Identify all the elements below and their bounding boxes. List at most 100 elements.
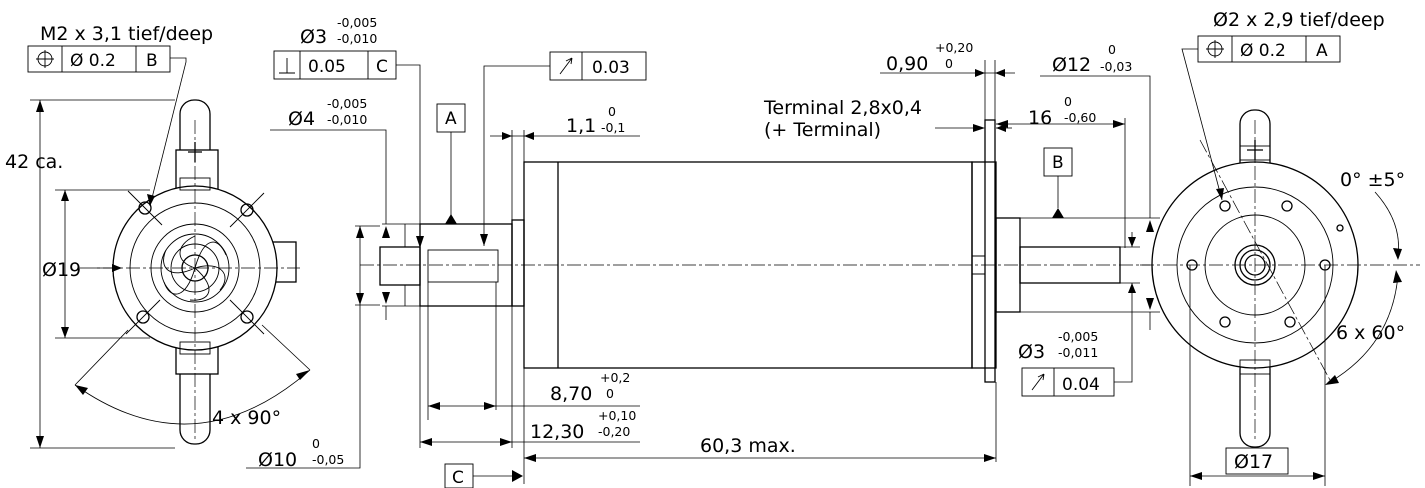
dim-arrow [1128, 237, 1136, 247]
mounting-hole [1281, 200, 1293, 212]
d10-main: Ø10 [258, 449, 297, 471]
mounting-hole [138, 201, 152, 215]
top-terminal-housing [175, 149, 219, 191]
datum-c-label: C [452, 468, 464, 488]
l11-main: 1,1 [566, 115, 596, 137]
d3-top-upper: -0,005 [337, 15, 377, 30]
l16-upper: 0 [1064, 94, 1072, 109]
dim-arrow [524, 454, 536, 462]
dim-arrow [428, 402, 440, 410]
mounting-hole [1219, 200, 1231, 212]
dim-arrow [1190, 472, 1202, 480]
d3-top-lower: -0,010 [337, 31, 377, 46]
dim-arrow [500, 438, 512, 446]
d3-top-main: Ø3 [300, 26, 327, 48]
pattern-right-arc [1329, 274, 1399, 383]
l16-dim-lines [996, 118, 1126, 248]
leader-arrow [973, 124, 985, 132]
mounting-hole [240, 203, 254, 217]
l1230-lower: -0,20 [598, 424, 630, 439]
d17-dim-lines [1189, 265, 1326, 486]
d3-bottom-upper: -0,005 [1058, 329, 1098, 344]
runout-top-frame: 0.03 [549, 51, 647, 81]
perp-c-ref: C [376, 57, 388, 77]
hole-crosshairs [125, 190, 265, 335]
dim-arrow [356, 226, 364, 238]
perp-c-frame: 0.05 C [273, 50, 397, 80]
left-hole-callout: M2 x 3,1 tief/deep [40, 23, 213, 45]
height-dim-label: 42 ca. [5, 151, 63, 173]
d12-main: Ø12 [1052, 54, 1091, 76]
dim-arrow [382, 292, 390, 304]
runout-top-leader [483, 65, 550, 246]
pattern-extensions [74, 324, 311, 386]
dim-arrow [1113, 120, 1125, 128]
right-hole-leader [1181, 48, 1223, 201]
dim-arrow [420, 438, 432, 446]
right-rear-view: Ø2 x 2,9 tief/deep Ø 0.2 A 0° ±5° 6 x 60… [1140, 9, 1420, 486]
l870-dim-lines [427, 282, 640, 420]
length-dim-label: 60,3 max. [700, 435, 796, 457]
leader-arrow [1216, 188, 1224, 200]
dim-arrow [61, 327, 69, 338]
d3-bottom-main: Ø3 [1018, 341, 1045, 363]
d3-bottom-lower: -0,011 [1058, 345, 1098, 360]
dim-arrow [356, 293, 364, 305]
dim-arrow [995, 69, 1005, 77]
runout-top-tol: 0.03 [592, 58, 630, 78]
small-marker [1336, 224, 1344, 232]
height-dim-lines [30, 99, 175, 449]
d10-upper: 0 [312, 436, 320, 451]
pos-a-frame: Ø 0.2 A [1197, 35, 1341, 63]
l090-upper: +0,20 [935, 40, 973, 55]
d4-lower: -0,010 [327, 112, 367, 127]
pattern-left-label: 4 x 90° [212, 407, 281, 429]
l870-main: 8,70 [550, 383, 592, 405]
d19-dim-lines [55, 189, 150, 339]
hole-leader [149, 57, 187, 207]
pattern-arc [74, 369, 311, 425]
l1230-upper: +0,10 [598, 408, 636, 423]
mounting-hole [1219, 316, 1231, 328]
d12-upper: 0 [1108, 42, 1116, 57]
pos-a-ref: A [1316, 41, 1328, 61]
dim-arrow [1146, 220, 1154, 232]
leader-arrow [416, 236, 424, 248]
dim-arrow [296, 370, 310, 380]
leader-arrow [480, 234, 488, 246]
d12-lower: -0,03 [1100, 59, 1132, 74]
dim-arrow [1393, 270, 1402, 283]
rear-detail [972, 255, 985, 275]
d17-box [1225, 447, 1289, 475]
l11-upper: 0 [608, 104, 616, 119]
l16-main: 16 [1028, 107, 1052, 129]
terminal-plate [984, 119, 996, 383]
l16-lower: -0,60 [1064, 110, 1096, 125]
d10-lower: -0,05 [312, 452, 344, 467]
flange-plate [511, 219, 525, 307]
l1230-main: 12,30 [530, 421, 584, 443]
datum-b-label: B [1052, 153, 1064, 173]
fan-blades [163, 235, 227, 301]
datum-triangle [1052, 208, 1064, 218]
dim-arrow [996, 120, 1008, 128]
dim-arrow [502, 132, 512, 140]
terminal-line1: Terminal 2,8x0,4 [763, 97, 922, 119]
d12-leader [1040, 75, 1151, 218]
dim-arrow [1325, 375, 1339, 385]
l090-main: 0,90 [886, 53, 928, 75]
pos-b-tol: Ø 0.2 [70, 51, 116, 71]
dim-arrow [984, 454, 996, 462]
datum-triangle [445, 214, 457, 224]
l11-lower: -0,1 [601, 120, 625, 135]
mounting-hole [240, 310, 254, 324]
dim-arrow [484, 402, 496, 410]
d4-main: Ø4 [288, 108, 315, 130]
dim-arrow [1393, 248, 1402, 260]
angle-arc [1374, 191, 1399, 256]
runout-bottom-tol: 0.04 [1062, 375, 1100, 395]
d4-upper: -0,005 [327, 96, 367, 111]
l090-dim-lines [880, 60, 1015, 120]
dim-arrow [36, 436, 44, 448]
